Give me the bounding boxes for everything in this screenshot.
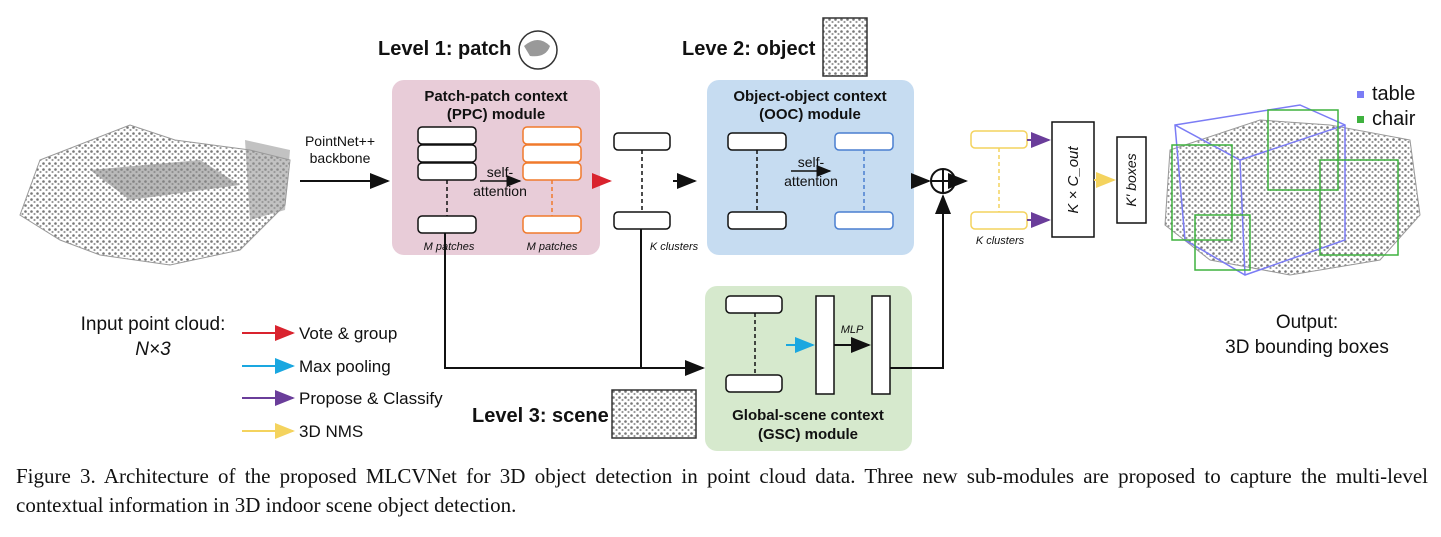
object-thumbnail-icon <box>822 17 868 77</box>
gsc-pooled-vector <box>815 295 835 395</box>
legend-nms-label: 3D NMS <box>299 422 363 441</box>
output-boxes-box <box>1116 136 1147 224</box>
scene-thumbnail-icon <box>611 389 697 439</box>
figure-caption: Figure 3. Architecture of the proposed M… <box>16 464 1428 517</box>
backbone-label-line2: backbone <box>310 150 371 166</box>
ppc-right-patches: M patches <box>527 241 578 253</box>
ooc-self-attention-1: self- <box>798 154 825 170</box>
ppc-output-stack <box>522 126 582 234</box>
ppc-left-patches: M patches <box>424 241 475 253</box>
clusters-label-2: K clusters <box>976 235 1025 247</box>
ppc-title-line1: Patch-patch context <box>424 88 567 105</box>
legend-maxpool-label: Max pooling <box>299 357 391 376</box>
class-legend-chair-swatch <box>1357 116 1364 123</box>
output-label-line2: 3D bounding boxes <box>1225 337 1389 358</box>
gsc-to-sum-arrow <box>890 194 951 369</box>
class-legend-table-label: table <box>1372 83 1415 105</box>
ppc-skip-line <box>444 233 693 369</box>
input-point-cloud-image <box>19 124 291 266</box>
sum-node-icon <box>930 168 956 194</box>
architecture-diagram: Level 1: patch Leve 2: object Level 3: s… <box>19 17 1421 451</box>
gsc-input-stack <box>725 295 783 393</box>
output-label-line1: Output: <box>1276 312 1338 333</box>
legend-propose-label: Propose & Classify <box>299 389 443 408</box>
class-legend-chair-label: chair <box>1372 108 1416 130</box>
gsc-module <box>705 286 912 451</box>
ppc-module <box>392 80 600 255</box>
gsc-title-line1: Global-scene context <box>732 407 884 424</box>
patch-thumbnail-icon <box>518 30 558 70</box>
ooc-title-line2: (OOC) module <box>759 106 861 123</box>
final-cluster-stack <box>970 130 1028 230</box>
level2-label: Leve 2: object <box>682 38 816 60</box>
input-label-line2: N×3 <box>135 339 171 360</box>
ppc-self-attention-2: attention <box>473 183 527 199</box>
ppc-input-stack <box>417 126 477 234</box>
ppc-self-attention-1: self- <box>487 164 514 180</box>
gsc-title-line2: (GSC) module <box>758 426 858 443</box>
ppc-title-line2: (PPC) module <box>447 106 545 123</box>
ooc-title-line1: Object-object context <box>733 88 886 105</box>
ooc-input-stack <box>727 132 787 230</box>
clusters-label-1: K clusters <box>650 241 699 253</box>
class-legend-table-swatch <box>1357 91 1364 98</box>
output-boxes-label: K′ boxes <box>1123 153 1139 206</box>
proposal-box <box>1051 121 1095 238</box>
level1-label: Level 1: patch <box>378 38 511 60</box>
ooc-self-attention-2: attention <box>784 173 838 189</box>
output-detection-image <box>1164 104 1421 276</box>
level3-label: Level 3: scene <box>472 405 609 427</box>
arrow-legend: Vote & group Max pooling Propose & Class… <box>242 324 443 441</box>
ooc-output-stack <box>834 132 894 230</box>
proposal-box-label: K × C_out <box>1065 146 1082 214</box>
input-label-line1: Input point cloud: <box>81 314 226 335</box>
gsc-output-vector <box>871 295 891 395</box>
legend-vote-label: Vote & group <box>299 324 397 343</box>
backbone-label-line1: PointNet++ <box>305 133 375 149</box>
gsc-mlp-label: MLP <box>841 324 864 336</box>
